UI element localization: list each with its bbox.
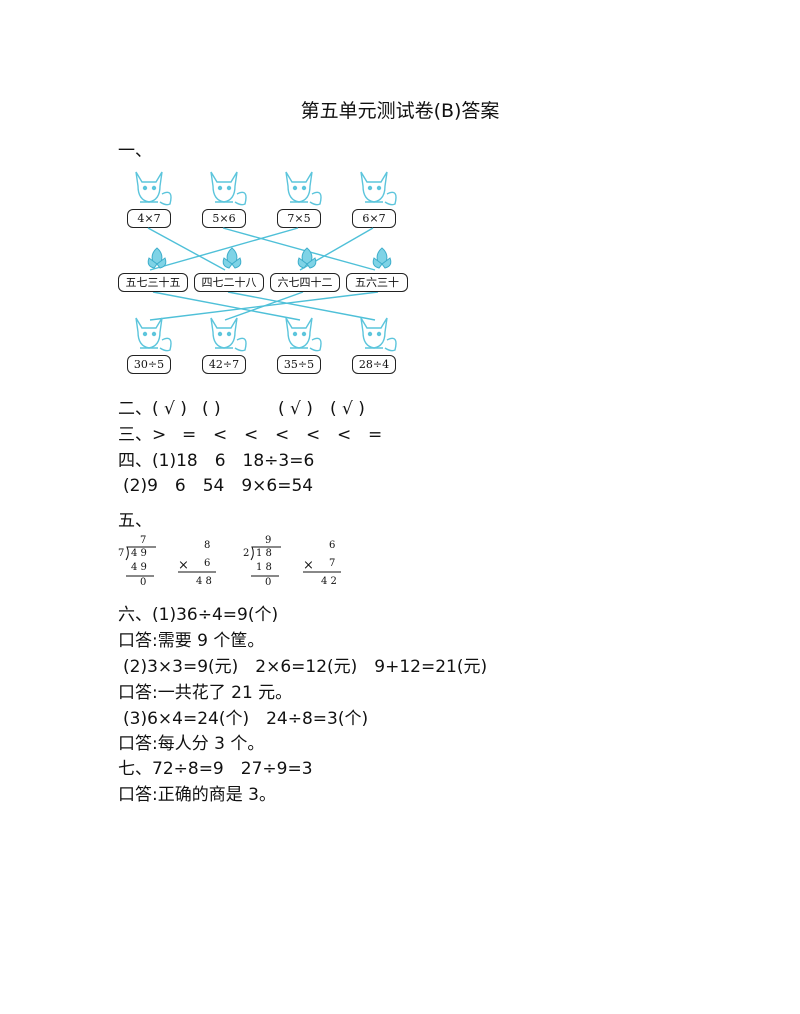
remainder: 0 bbox=[140, 577, 147, 588]
comparison-sign: < bbox=[275, 425, 290, 445]
comparison-sign: < bbox=[337, 425, 352, 445]
section6-q3: (3)6×4=24(个) 24÷8=3(个) bbox=[123, 709, 369, 729]
comparison-sign: = bbox=[182, 425, 197, 445]
bottom-expression-box: 35÷5 bbox=[277, 355, 321, 374]
subtrahend: 4 9 bbox=[131, 562, 147, 573]
multiply-sign: × bbox=[303, 558, 314, 573]
flower-icon bbox=[372, 247, 392, 269]
fox-icon bbox=[210, 171, 247, 206]
section1-label: 一、 bbox=[118, 141, 152, 161]
division-bracket bbox=[250, 546, 281, 561]
multiplicand: 8 bbox=[204, 540, 211, 551]
fox-icon bbox=[360, 171, 397, 206]
multiplication-rhyme-box: 六七四十二 bbox=[270, 273, 340, 292]
answer-mark: ( √ ) bbox=[330, 399, 365, 419]
section7-a: 口答:正确的商是 3。 bbox=[118, 785, 276, 805]
multiplicand: 6 bbox=[329, 540, 336, 551]
section6-a2: 口答:一共花了 21 元。 bbox=[118, 683, 293, 703]
underline bbox=[126, 575, 154, 577]
comparison-sign: > bbox=[152, 425, 167, 445]
top-expression-box: 7×5 bbox=[277, 209, 321, 228]
multiplication-rhyme-box: 五七三十五 bbox=[118, 273, 188, 292]
flower-icon bbox=[222, 247, 242, 269]
multiplication-rhyme-box: 五六三十 bbox=[346, 273, 408, 292]
remainder: 0 bbox=[265, 577, 272, 588]
section2-label: 二、 bbox=[118, 399, 152, 419]
top-expression-box: 5×6 bbox=[202, 209, 246, 228]
divisor: 2 bbox=[243, 548, 250, 559]
answer-mark: ( √ ) bbox=[278, 399, 313, 419]
top-expression-box: 4×7 bbox=[127, 209, 171, 228]
page-title: 第五单元测试卷(B)答案 bbox=[300, 100, 500, 122]
bottom-expression-box: 42÷7 bbox=[202, 355, 246, 374]
section6-a1: 口答:需要 9 个筐。 bbox=[118, 631, 265, 651]
quotient: 7 bbox=[140, 535, 147, 546]
long-division-2: 9 2 1 8 1 8 0 bbox=[243, 535, 293, 591]
division-bracket bbox=[125, 546, 156, 561]
underline bbox=[178, 571, 216, 573]
dividend: 1 8 bbox=[256, 548, 272, 559]
fox-icon bbox=[135, 317, 172, 352]
comparison-sign: < bbox=[213, 425, 228, 445]
section6-q1: 六、(1)36÷4=9(个) bbox=[118, 605, 279, 625]
section5-label: 五、 bbox=[118, 511, 152, 531]
fox-icon bbox=[285, 171, 322, 206]
dividend: 4 9 bbox=[131, 548, 147, 559]
long-division-1: 7 7 4 9 4 9 0 bbox=[118, 535, 168, 591]
comparison-sign: < bbox=[306, 425, 321, 445]
multiply-sign: × bbox=[178, 558, 189, 573]
divisor: 7 bbox=[118, 548, 125, 559]
section6-a3: 口答:每人分 3 个。 bbox=[118, 734, 265, 754]
multiplier: 7 bbox=[329, 558, 336, 569]
flower-icon bbox=[297, 247, 317, 269]
quotient: 9 bbox=[265, 535, 272, 546]
section2-line: 二、( √ )( )( √ )( √ ) bbox=[118, 394, 372, 419]
multiplier: 6 bbox=[204, 558, 211, 569]
underline bbox=[251, 575, 279, 577]
bottom-expression-box: 30÷5 bbox=[127, 355, 171, 374]
section3-line: 三、> = < < < < < = bbox=[118, 420, 388, 445]
subtrahend: 1 8 bbox=[256, 562, 272, 573]
bottom-expression-box: 28÷4 bbox=[352, 355, 396, 374]
fox-icon bbox=[360, 317, 397, 352]
section4-line1: 四、(1)18 6 18÷3=6 bbox=[118, 451, 315, 471]
comparison-sign: = bbox=[368, 425, 383, 445]
section7-q: 七、72÷8=9 27÷9=3 bbox=[118, 759, 313, 779]
section4-line2: (2)9 6 54 9×6=54 bbox=[123, 476, 314, 496]
fox-icon bbox=[285, 317, 322, 352]
answer-mark: ( √ ) bbox=[152, 399, 187, 419]
answer-mark: ( ) bbox=[202, 399, 221, 419]
vertical-multiplication-1: 8 × 6 4 8 bbox=[178, 540, 228, 592]
vertical-multiplication-2: 6 × 7 4 2 bbox=[303, 540, 353, 592]
section3-label: 三、 bbox=[118, 425, 152, 445]
underline bbox=[303, 571, 341, 573]
multiplication-rhyme-box: 四七二十八 bbox=[194, 273, 264, 292]
fox-icon bbox=[210, 317, 247, 352]
product: 4 8 bbox=[196, 576, 212, 587]
comparison-sign: < bbox=[244, 425, 259, 445]
flower-icon bbox=[147, 247, 167, 269]
fox-icon bbox=[135, 171, 172, 206]
product: 4 2 bbox=[321, 576, 337, 587]
section6-q2: (2)3×3=9(元) 2×6=12(元) 9+12=21(元) bbox=[123, 657, 488, 677]
top-expression-box: 6×7 bbox=[352, 209, 396, 228]
